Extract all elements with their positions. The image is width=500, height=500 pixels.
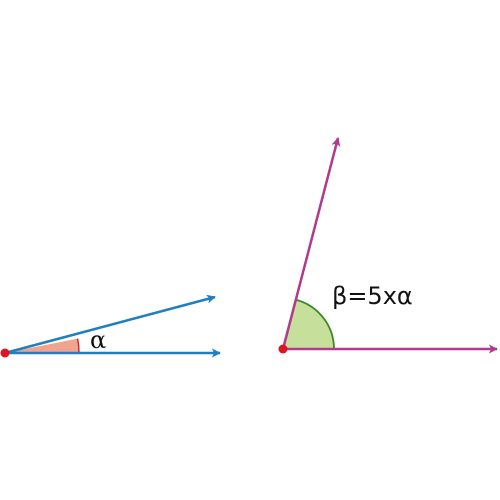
beta-formula-label: β=5xα <box>332 282 413 310</box>
beta-sector <box>283 299 334 349</box>
alpha-upper-ray <box>4 294 216 355</box>
beta-arc <box>295 298 335 350</box>
alpha-label: α <box>90 326 106 354</box>
alpha-vertex-point <box>0 348 10 358</box>
beta-vertex-point <box>278 344 288 354</box>
angle-alpha: α <box>0 294 221 358</box>
alpha-sector <box>5 338 80 353</box>
angle-beta: β=5xα <box>278 137 498 354</box>
beta-upper-ray <box>281 137 341 350</box>
